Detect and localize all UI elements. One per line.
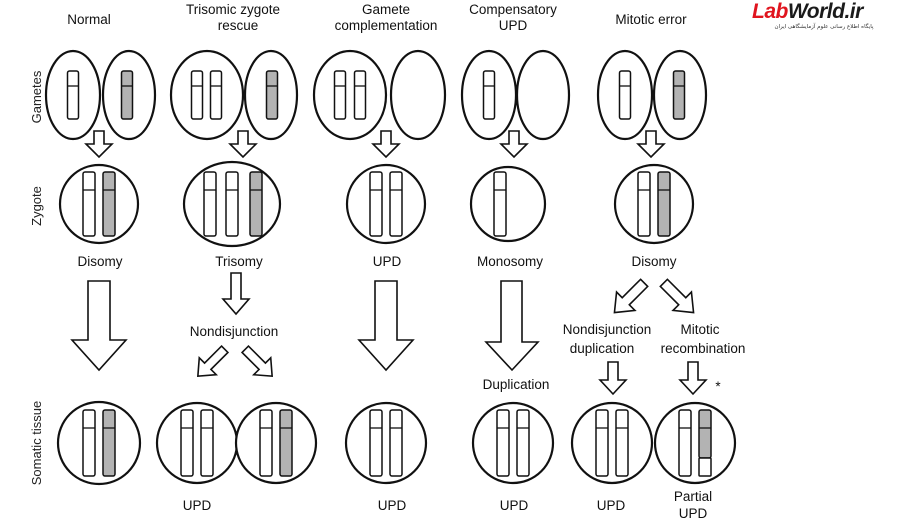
- title-compensatory-line2: UPD: [499, 18, 528, 33]
- logo-part2: World.ir: [787, 0, 863, 23]
- outcome-gamete-upd: UPD: [378, 498, 407, 513]
- arrow-trisomic-down: [221, 272, 251, 316]
- arrow-mitotic-split-right: [659, 278, 695, 314]
- logo-part1: Lab: [752, 0, 788, 23]
- somatic-mitotic-left: [570, 401, 654, 485]
- gametes-compensatory: [460, 49, 571, 141]
- arrow-mitotic-split-left: [613, 278, 649, 314]
- somatic-mitotic-right: [653, 401, 737, 485]
- title-normal: Normal: [67, 12, 111, 27]
- zygote-mitotic-error: [613, 163, 695, 245]
- mechanism-mitotic-right-line1: Mitotic: [680, 322, 719, 337]
- logo-tagline: پایگاه اطلاع رسانی علوم آزمایشگاهی ایران: [774, 24, 874, 30]
- arrow-mitotic-left-down: [598, 361, 628, 396]
- arrow-large-normal: [70, 280, 128, 372]
- state-trisomic-trisomy: Trisomy: [215, 254, 263, 269]
- arrow-gamete-zygote-mitotic: [637, 130, 665, 158]
- somatic-compensatory: [471, 401, 555, 485]
- title-compensatory-line1: Compensatory: [469, 2, 557, 17]
- outcome-mitotic-right-line2: UPD: [679, 506, 708, 521]
- state-gamete-upd: UPD: [373, 254, 402, 269]
- title-gamete-line1: Gamete: [362, 2, 410, 17]
- labworld-logo: LabWorld.ir پایگاه اطلاع رسانی علوم آزما…: [746, 0, 900, 32]
- outcome-compensatory-upd: UPD: [500, 498, 529, 513]
- arrow-gamete-zygote-trisomic: [229, 130, 257, 158]
- gametes-mitotic-error: [596, 49, 708, 141]
- title-mitotic-error: Mitotic error: [615, 12, 687, 27]
- arrow-gamete-zygote-normal: [85, 130, 113, 158]
- arrow-large-gamete: [357, 280, 415, 372]
- mechanism-mitotic-left-line2: duplication: [570, 341, 635, 356]
- title-trisomic-line2: rescue: [218, 18, 259, 33]
- row-label-somatic-tissue: Somatic tissue: [29, 401, 44, 486]
- row-label-gametes: Gametes: [29, 70, 44, 123]
- somatic-gamete-complementation: [344, 401, 428, 485]
- arrow-trisomic-split-left: [196, 344, 230, 378]
- title-trisomic-line1: Trisomic zygote: [186, 2, 280, 17]
- state-mitotic-disomy: Disomy: [631, 254, 676, 269]
- arrow-gamete-zygote-gamete: [372, 130, 400, 158]
- mechanism-trisomic-nondisjunction: Nondisjunction: [190, 324, 279, 339]
- arrow-mitotic-right-down: [678, 361, 708, 396]
- outcome-mitotic-right-line1: Partial: [674, 489, 712, 504]
- somatic-trisomic-left: [155, 401, 239, 485]
- somatic-normal: [56, 400, 142, 486]
- zygote-gamete-complementation: [345, 163, 427, 245]
- arrow-large-compensatory: [484, 280, 540, 372]
- outcome-trisomic-upd: UPD: [183, 498, 212, 513]
- somatic-trisomic-right: [234, 401, 318, 485]
- gametes-gamete-complementation: [312, 49, 447, 141]
- zygote-trisomic: [182, 160, 282, 248]
- state-normal-disomy: Disomy: [77, 254, 122, 269]
- mechanism-mitotic-right-line2: recombination: [661, 341, 746, 356]
- gametes-normal: [44, 49, 157, 141]
- mechanism-mitotic-left-line1: Nondisjunction: [563, 322, 652, 337]
- gametes-trisomic: [169, 49, 299, 141]
- row-label-zygote: Zygote: [29, 186, 44, 226]
- mechanism-compensatory-duplication: Duplication: [483, 377, 550, 392]
- arrow-trisomic-split-right: [240, 344, 274, 378]
- arrow-gamete-zygote-compensatory: [500, 130, 528, 158]
- zygote-compensatory: [469, 165, 547, 243]
- mitotic-asterisk: *: [715, 379, 721, 394]
- outcome-mitotic-left-upd: UPD: [597, 498, 626, 513]
- zygote-normal: [58, 163, 140, 245]
- logo-wordmark: LabWorld.ir: [752, 0, 863, 24]
- state-compensatory-monosomy: Monosomy: [477, 254, 543, 269]
- title-gamete-line2: complementation: [335, 18, 438, 33]
